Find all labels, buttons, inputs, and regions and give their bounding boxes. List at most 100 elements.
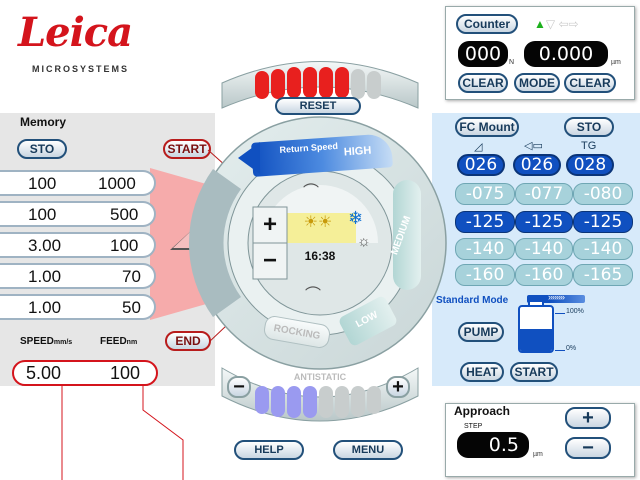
high-label: HIGH	[343, 144, 372, 159]
fc-row-cell: -080	[573, 183, 633, 205]
antistatic-indicator-bar	[255, 386, 385, 420]
dial-minus-button[interactable]: −	[262, 247, 277, 274]
memory-row-feed: 500	[110, 205, 139, 224]
menu-button[interactable]: MENU	[333, 440, 403, 460]
current-feed-value: 100	[110, 363, 141, 383]
antistatic-plus-button[interactable]: +	[386, 376, 410, 398]
fc-row-cell: -125	[515, 211, 573, 233]
feed-header-label: FEED	[100, 336, 127, 347]
approach-title: Approach	[454, 404, 511, 418]
speed-header: SPEEDmm/s	[20, 336, 72, 347]
snowflake-icon[interactable]: ❄	[348, 208, 364, 228]
memory-row-speed: 3.00	[28, 236, 62, 255]
memory-row[interactable]: 1.00 70	[0, 263, 156, 289]
light-top-icon[interactable]: ⌒	[303, 184, 320, 201]
step-label: STEP	[464, 423, 483, 430]
fc-header-symbol-3: TG	[581, 140, 597, 152]
triangle-up-icon: ▲	[534, 17, 546, 31]
indicator-segment	[287, 67, 301, 98]
counter-title-button[interactable]: Counter	[456, 14, 518, 34]
fc-mount-sto-button[interactable]: STO	[564, 117, 614, 137]
medium-speed-segment[interactable]: MEDIUM	[389, 180, 421, 290]
feed-header: FEEDnm	[100, 336, 137, 347]
mode-indicator-bar	[527, 295, 585, 303]
indicator-segment	[335, 386, 349, 418]
counter-distance-unit: µm	[611, 59, 621, 66]
approach-minus-button[interactable]: −	[565, 437, 611, 459]
fc-row-cell: -077	[515, 183, 573, 205]
knife-holder-icon: ◁▭	[524, 140, 543, 152]
memory-row-speed: 1.00	[28, 267, 62, 286]
indicator-segment	[271, 386, 285, 417]
dewar-fill	[520, 329, 552, 351]
counter-count-unit: N	[509, 59, 515, 66]
return-speed-label: Return Speed	[279, 140, 339, 155]
fc-row-cell: -140	[455, 238, 515, 260]
indicator-segment	[287, 386, 301, 418]
memory-row-speed: 1.00	[28, 298, 62, 317]
help-button[interactable]: HELP	[234, 440, 304, 460]
memory-row-feed: 1000	[98, 174, 136, 193]
fc-row-selected[interactable]: -125 -125 -125	[455, 211, 637, 235]
indicator-segment	[271, 69, 285, 99]
fc-row[interactable]: -140 -140 -140	[455, 238, 637, 262]
fc-row-cell: -140	[515, 238, 573, 260]
memory-row[interactable]: 100 1000	[0, 170, 156, 196]
approach-plus-button[interactable]: +	[565, 407, 611, 429]
indicator-segment	[351, 69, 365, 99]
antistatic-minus-button[interactable]: −	[227, 376, 251, 398]
current-parameters-display[interactable]: 5.00 100	[12, 360, 158, 386]
memory-end-button[interactable]: END	[165, 331, 211, 351]
memory-sto-button[interactable]: STO	[17, 139, 67, 159]
counter-mode-button[interactable]: MODE	[514, 73, 560, 93]
fc-row-cell: -125	[573, 211, 633, 233]
memory-row[interactable]: 1.00 50	[0, 294, 156, 320]
step-display: 0.5	[457, 432, 529, 458]
indicator-segment	[367, 71, 381, 99]
start-button[interactable]: START	[510, 362, 558, 382]
memory-start-button[interactable]: START	[163, 139, 211, 159]
fc-row[interactable]: -160 -160 -165	[455, 264, 637, 288]
fc-row-cell: -075	[455, 183, 515, 205]
medium-label: MEDIUM	[389, 214, 414, 257]
speed-indicator-bar	[255, 67, 385, 99]
memory-row[interactable]: 3.00 100	[0, 232, 156, 258]
dial-plus-button[interactable]: +	[262, 211, 277, 238]
triangle-down-icon: ▽	[545, 17, 556, 31]
fc-row[interactable]: -075 -077 -080	[455, 183, 637, 207]
low-label: LOW	[354, 309, 380, 331]
counter-clear-left-button[interactable]: CLEAR	[458, 73, 508, 93]
light-active-icon[interactable]: ☀☀	[303, 214, 333, 231]
light-bottom-icon[interactable]: ⌒	[305, 287, 322, 304]
current-speed-value: 5.00	[26, 363, 62, 383]
counter-panel: Counter ▲▽ ⇦⇨ 000 N 0.000 µm CLEAR MODE …	[445, 6, 635, 100]
fc-current-value[interactable]: 026	[513, 154, 561, 176]
memory-row-speed: 100	[28, 205, 57, 224]
heat-button[interactable]: HEAT	[460, 362, 504, 382]
fc-current-value[interactable]: 028	[566, 154, 614, 176]
fc-row-cell: -140	[573, 238, 633, 260]
double-arrow-icon: ⇦⇨	[558, 17, 579, 31]
reset-button[interactable]: RESET	[275, 97, 361, 115]
light-right-icon[interactable]: ☼	[357, 233, 371, 250]
indicator-segment	[303, 67, 317, 98]
indicator-segment	[303, 386, 317, 418]
speed-header-unit: mm/s	[53, 339, 73, 346]
counter-direction-icons: ▲▽ ⇦⇨	[534, 17, 579, 31]
indicator-segment	[319, 67, 333, 98]
fc-mount-title-button[interactable]: FC Mount	[455, 117, 519, 137]
speed-header-label: SPEED	[20, 336, 54, 347]
step-unit: µm	[533, 451, 543, 458]
counter-clear-right-button[interactable]: CLEAR	[564, 73, 616, 93]
brand-subtitle: MICROSYSTEMS	[32, 64, 130, 74]
pump-button[interactable]: PUMP	[458, 322, 504, 342]
fc-row-cell: -160	[515, 264, 573, 286]
angle-icon: ◿	[474, 141, 483, 153]
fc-current-value[interactable]: 026	[457, 154, 505, 176]
dewar-icon	[518, 305, 554, 353]
memory-row-feed: 50	[122, 298, 141, 317]
memory-row[interactable]: 100 500	[0, 201, 156, 227]
brand-logo: Leica MICROSYSTEMS	[18, 10, 138, 80]
arrow-left-icon	[238, 142, 260, 174]
chevrons-icon: »»»»	[548, 292, 565, 302]
